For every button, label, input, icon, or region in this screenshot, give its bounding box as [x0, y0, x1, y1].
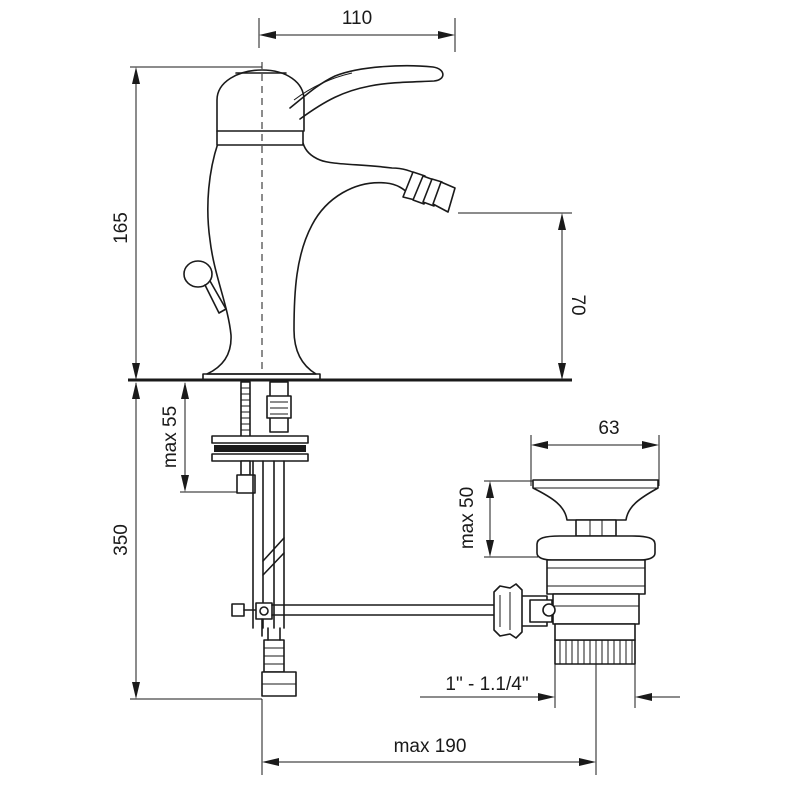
- spray-nozzle: [402, 171, 456, 213]
- dimension-spout-reach: 110: [258, 8, 456, 52]
- dimension-outlet-height: 70: [458, 212, 588, 380]
- dimension-rod-reach: max 190: [261, 699, 596, 775]
- label-70: 70: [567, 294, 588, 315]
- mixer-body: [183, 62, 456, 381]
- pivot-nut: [493, 583, 523, 639]
- label-max-55: max 55: [160, 406, 181, 468]
- body-cap-ring: [216, 130, 304, 146]
- fixing-washer-top: [211, 435, 309, 444]
- label-max-50: max 50: [457, 487, 478, 549]
- rod-clamp-left: [231, 603, 245, 617]
- dimension-total-height: 165: [111, 66, 262, 380]
- dimension-waste-thread: 1" - 1.1/4": [420, 664, 680, 708]
- label-max-190: max 190: [394, 736, 467, 757]
- popup-rod: [231, 602, 495, 637]
- lever-highlight: [293, 72, 353, 101]
- waste-cap: [532, 479, 659, 521]
- waste-body: [546, 559, 646, 595]
- popup-knob[interactable]: [183, 260, 227, 314]
- fixing-nut: [236, 474, 256, 494]
- label-110: 110: [342, 8, 372, 29]
- dimension-deck-thickness: max 55: [160, 382, 243, 493]
- waste-assembly: [493, 479, 659, 775]
- pipe-crossover: [262, 537, 285, 562]
- dimension-hose-length: 350: [111, 382, 262, 700]
- label-350: 350: [111, 524, 132, 556]
- waste-lower-body: [552, 593, 640, 625]
- handle-dome: [216, 69, 305, 132]
- fixing-gasket: [214, 445, 306, 452]
- lever-handle: [289, 64, 444, 120]
- fixing-assembly: [211, 381, 309, 697]
- fixing-washer-bottom: [211, 453, 309, 462]
- dimension-waste-cap-diameter: 63: [530, 418, 660, 486]
- waste-flange: [536, 535, 656, 561]
- waste-stem: [575, 519, 617, 537]
- label-63: 63: [598, 418, 619, 439]
- label-thread: 1" - 1.1/4": [445, 674, 528, 695]
- waste-thread: [554, 639, 636, 665]
- mixer-body-outline: [206, 142, 421, 375]
- dimension-waste-cap-height: max 50: [457, 480, 538, 558]
- label-165: 165: [111, 212, 132, 244]
